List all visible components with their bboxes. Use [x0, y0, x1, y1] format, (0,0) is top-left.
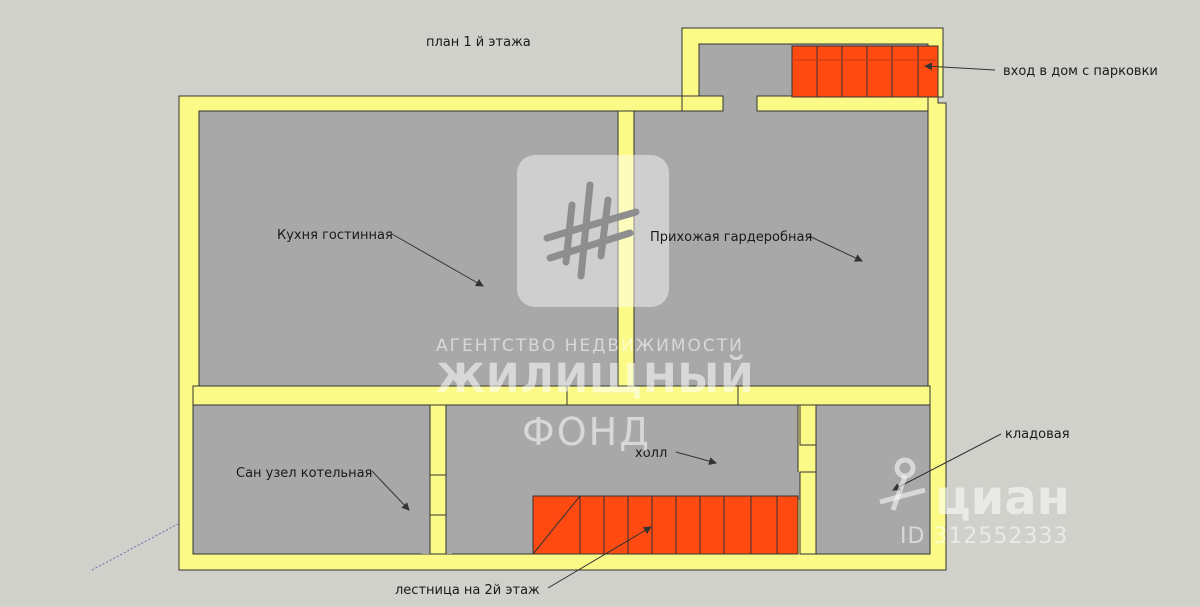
watermark-listing-id: ID 312552333	[900, 524, 1069, 549]
arrow-kitchen	[391, 233, 484, 287]
arrow-storage	[892, 433, 1002, 491]
agency-logo-icon	[517, 155, 669, 307]
entrance-stairs	[791, 45, 939, 98]
floor-bathroom	[192, 404, 431, 555]
floor-entry-link	[723, 96, 757, 112]
label-bathroom-boiler: Сан узел котельная	[236, 466, 373, 481]
watermark-site-name: циан	[935, 470, 1070, 526]
label-hallway-wardrobe: Прихожая гардеробная	[650, 230, 813, 245]
arrow-stairs	[547, 526, 652, 589]
arrow-entrance	[924, 62, 996, 71]
watermark-agency-line1: АГЕНТСТВО НЕДВИЖИМОСТИ	[436, 336, 744, 356]
floor-storage	[815, 404, 931, 555]
label-kitchen-living: Кухня гостинная	[277, 228, 393, 243]
floor-kitchen-living	[198, 110, 619, 387]
label-stairs: лестница на 2й этаж	[395, 583, 540, 598]
label-hall: холл	[635, 446, 668, 461]
plan-title: план 1 й этажа	[426, 35, 531, 50]
arrow-bathroom	[371, 470, 410, 511]
interior-walls	[192, 95, 931, 555]
watermark-agency-line2: ЖИЛИЩНЫЙ	[436, 356, 755, 402]
arrow-hallway	[808, 235, 863, 262]
label-entrance: вход в дом с парковки	[1003, 64, 1158, 79]
label-storage: кладовая	[1005, 427, 1070, 442]
main-staircase	[532, 495, 799, 555]
annotation-arrows	[371, 62, 1002, 589]
arrow-hall	[675, 451, 717, 466]
watermark-agency-line3: ФОНД	[522, 410, 651, 454]
guide-line	[91, 523, 179, 571]
cian-logo-icon	[879, 457, 926, 511]
